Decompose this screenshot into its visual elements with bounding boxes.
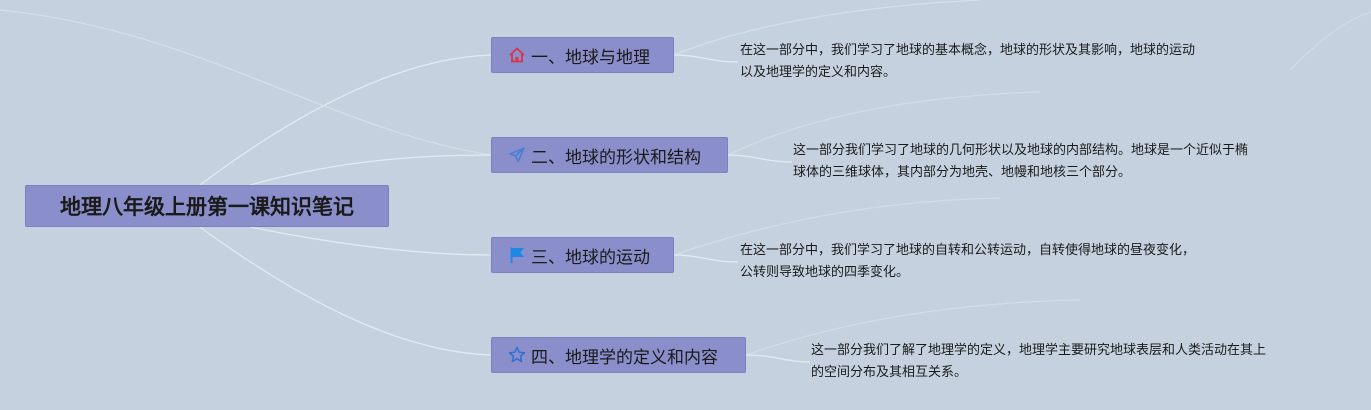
topic-earth-motion[interactable]: 三、地球的运动 bbox=[491, 237, 674, 273]
topic-label: 四、地理学的定义和内容 bbox=[531, 347, 718, 368]
paper-plane-icon bbox=[507, 145, 527, 165]
topic-earth-and-geography[interactable]: 一、地球与地理 bbox=[491, 37, 674, 73]
description-line: 这一部分我们了解了地理学的定义，地理学主要研究地球表层和人类活动在其上 bbox=[811, 343, 1267, 358]
star-icon bbox=[507, 345, 527, 365]
topic-4-description: 这一部分我们了解了地理学的定义，地理学主要研究地球表层和人类活动在其上 的空间分… bbox=[811, 340, 1266, 384]
description-line: 以及地理学的定义和内容。 bbox=[740, 65, 897, 80]
topic-earth-shape-and-structure[interactable]: 二、地球的形状和结构 bbox=[491, 137, 728, 173]
topic-label: 二、地球的形状和结构 bbox=[531, 147, 701, 168]
home-icon bbox=[507, 45, 527, 65]
description-line: 的空间分布及其相互关系。 bbox=[811, 365, 968, 380]
topic-1-description: 在这一部分中，我们学习了地球的基本概念，地球的形状及其影响，地球的运动 以及地理… bbox=[740, 40, 1195, 84]
description-line: 在这一部分中，我们学习了地球的自转和公转运动，自转使得地球的昼夜变化， bbox=[740, 243, 1196, 258]
topic-label: 一、地球与地理 bbox=[531, 47, 650, 68]
flag-icon bbox=[507, 245, 527, 265]
root-title: 地理八年级上册第一课知识笔记 bbox=[60, 195, 354, 219]
topic-2-description: 这一部分我们学习了地球的几何形状以及地球的内部结构。地球是一个近似于椭 球体的三… bbox=[793, 140, 1248, 184]
description-line: 公转则导致地球的四季变化。 bbox=[740, 265, 910, 280]
topic-3-description: 在这一部分中，我们学习了地球的自转和公转运动，自转使得地球的昼夜变化， 公转则导… bbox=[740, 240, 1195, 284]
description-line: 这一部分我们学习了地球的几何形状以及地球的内部结构。地球是一个近似于椭 bbox=[793, 143, 1249, 158]
topic-geography-definition[interactable]: 四、地理学的定义和内容 bbox=[491, 337, 746, 373]
description-line: 球体的三维球体，其内部分为地壳、地幔和地核三个部分。 bbox=[793, 165, 1132, 180]
description-line: 在这一部分中，我们学习了地球的基本概念，地球的形状及其影响，地球的运动 bbox=[740, 43, 1196, 58]
root-topic[interactable]: 地理八年级上册第一课知识笔记 bbox=[25, 185, 389, 227]
topic-label: 三、地球的运动 bbox=[531, 247, 650, 268]
